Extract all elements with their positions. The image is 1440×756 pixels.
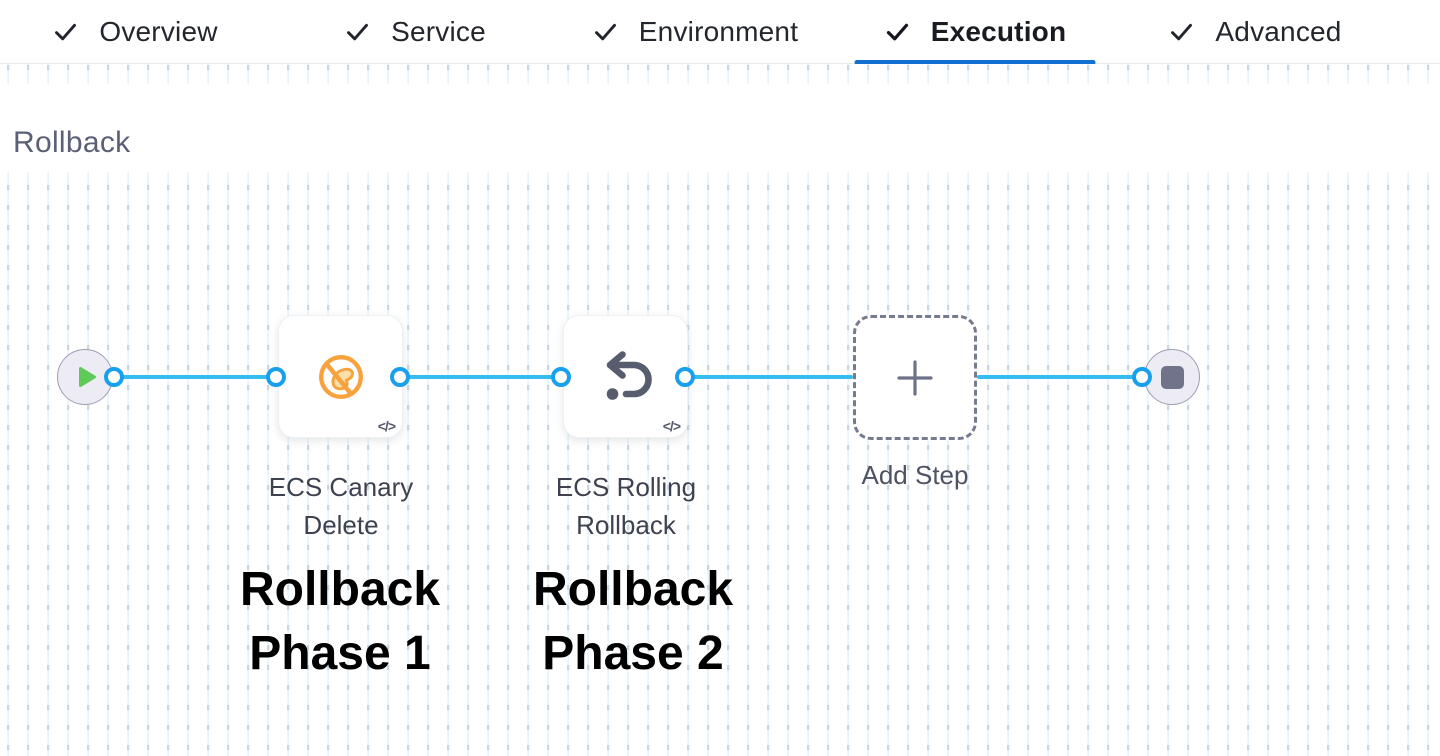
- annotation-rollback-phase-2: Rollback Phase 2: [532, 563, 734, 680]
- canary-delete-icon: [318, 354, 363, 399]
- connector-port[interactable]: [390, 367, 410, 387]
- step-label-ecs-canary-delete: ECS Canary Delete: [268, 472, 414, 540]
- rollback-arrow-icon: [606, 350, 652, 400]
- check-icon: [886, 23, 908, 41]
- annotation-rollback-phase-1: Rollback Phase 1: [239, 563, 441, 680]
- tab-execution[interactable]: Execution: [835, 0, 1115, 65]
- connector-port[interactable]: [551, 367, 571, 387]
- plus-icon: [897, 359, 933, 396]
- connector-port[interactable]: [104, 367, 124, 387]
- connector-line: [400, 375, 561, 379]
- section-heading-band: Rollback: [0, 84, 1440, 172]
- tab-label: Overview: [99, 15, 218, 47]
- connector-line: [977, 375, 1142, 379]
- tab-environment[interactable]: Environment: [555, 0, 835, 64]
- tab-service[interactable]: Service: [275, 0, 555, 64]
- tab-label: Advanced: [1215, 15, 1342, 47]
- section-heading: Rollback: [13, 126, 131, 159]
- connector-line: [689, 375, 853, 379]
- check-icon: [594, 23, 616, 41]
- end-node[interactable]: [1144, 349, 1200, 405]
- start-node[interactable]: [57, 349, 113, 405]
- connector-line: [114, 375, 276, 379]
- code-icon: </>: [662, 418, 681, 434]
- tab-label: Service: [391, 15, 486, 47]
- connector-port[interactable]: [266, 367, 286, 387]
- check-icon: [347, 23, 369, 41]
- stage-config-tabbar: Overview Service Environment Execution A…: [0, 0, 1440, 65]
- connector-port[interactable]: [675, 367, 695, 387]
- active-tab-underline: [854, 59, 1096, 65]
- canvas-grid: [0, 64, 1440, 756]
- step-card-ecs-rolling-rollback[interactable]: </>: [563, 315, 688, 438]
- add-step-button[interactable]: [853, 315, 977, 440]
- step-label-ecs-rolling-rollback: ECS Rolling Rollback: [555, 472, 697, 540]
- stop-icon: [1160, 365, 1184, 389]
- check-icon: [55, 23, 77, 41]
- check-icon: [1171, 23, 1193, 41]
- connector-port[interactable]: [1132, 367, 1152, 387]
- tab-label: Environment: [638, 15, 799, 47]
- play-icon: [79, 367, 96, 387]
- step-card-ecs-canary-delete[interactable]: </>: [278, 315, 403, 438]
- add-step-label: Add Step: [861, 460, 969, 490]
- pipeline-canvas[interactable]: Rollback </> </>: [0, 64, 1440, 756]
- code-icon: </>: [377, 418, 396, 434]
- tab-label: Execution: [930, 15, 1067, 47]
- tab-overview[interactable]: Overview: [0, 0, 275, 64]
- tab-advanced[interactable]: Advanced: [1115, 0, 1395, 64]
